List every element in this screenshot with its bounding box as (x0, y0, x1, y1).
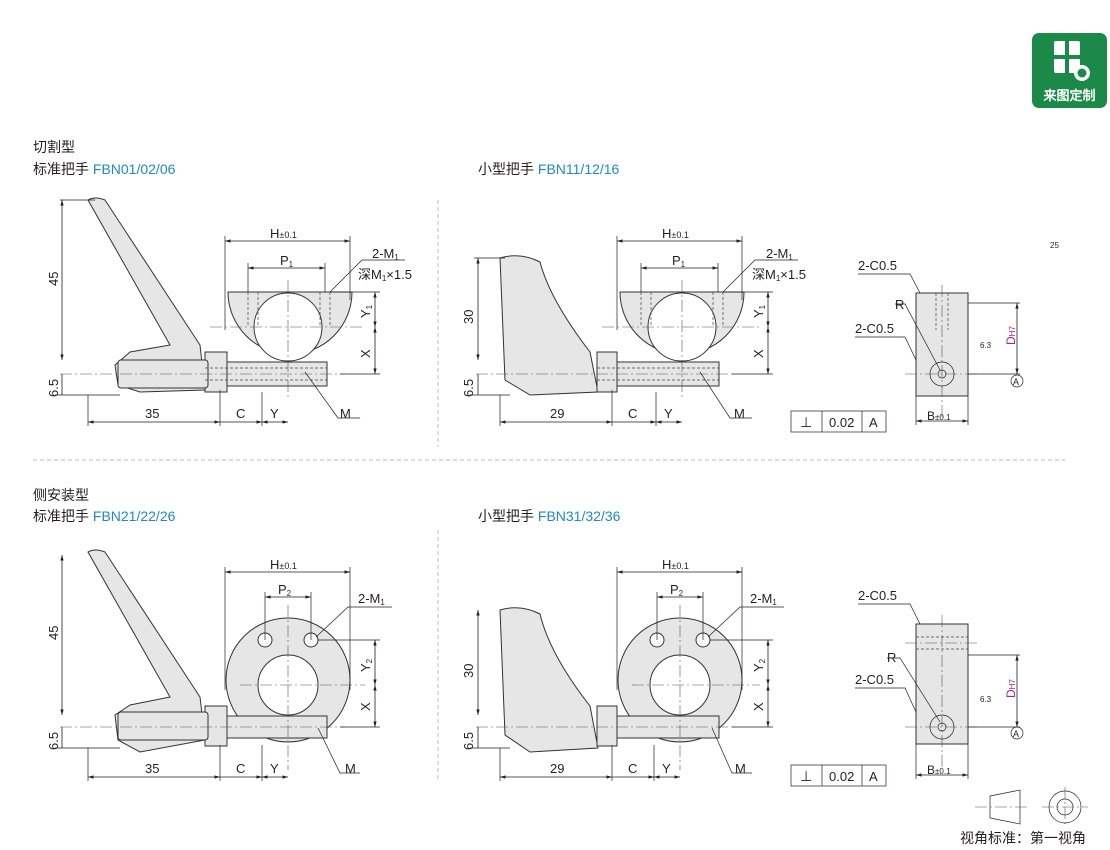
dim-m: M (735, 761, 746, 776)
dim-d: DH7 (1004, 326, 1018, 345)
dim-y1: Y1 (751, 304, 767, 318)
dim-y2: Y2 (358, 658, 374, 672)
dim-c: C (236, 406, 245, 421)
dim-offset: 6.5 (46, 732, 61, 750)
dim-2m1: 2-M1 (358, 591, 385, 607)
section-side-heading: 侧安装型 (33, 487, 89, 503)
radius-label: R (887, 650, 896, 665)
dim-depth: 深M1×1.5 (752, 267, 806, 283)
dim-b: B±0.1 (927, 763, 951, 777)
chamfer-label: 2-C0.5 (855, 672, 894, 687)
dim-c: C (628, 406, 637, 421)
datum-marker: A (1013, 377, 1019, 387)
dim-b: B±0.1 (927, 409, 951, 423)
radius-label: R (895, 297, 904, 312)
dim-2m1: 2-M1 (372, 246, 399, 262)
hub (596, 351, 618, 393)
roughness-default: 25 (1050, 241, 1059, 250)
perpendicularity-symbol: ⊥ (800, 414, 812, 430)
cut-small-title: 小型把手 FBN11/12/16 (478, 161, 620, 177)
dim-p1: P1 (280, 253, 294, 269)
handle-body (87, 549, 206, 753)
bore-circle (929, 714, 955, 740)
dim-h: H±0.1 (662, 557, 689, 572)
dim-small-height: 30 (461, 664, 476, 678)
dim-x: X (751, 349, 766, 358)
dim-offset: 6.5 (461, 379, 476, 397)
side-standard-title: 标准把手 FBN21/22/26 (33, 508, 176, 524)
dim-c: C (628, 761, 637, 776)
side-small-drawing (470, 567, 784, 781)
badge-label: 来图定制 (1043, 89, 1096, 104)
bore-circle (929, 361, 955, 387)
dim-x: X (751, 702, 766, 711)
section-cut-heading: 切割型 (33, 139, 75, 155)
handle-body (499, 607, 599, 753)
dim-2m1: 2-M1 (750, 591, 777, 607)
dim-small-height: 30 (461, 310, 476, 324)
dim-std-height: 45 (46, 626, 61, 640)
datum-marker: A (1013, 729, 1019, 739)
dim-p1: P1 (672, 253, 686, 269)
dim-offset: 6.5 (461, 732, 476, 750)
dim-m: M (340, 406, 351, 421)
perpendicularity-datum: A (869, 769, 878, 784)
dim-y: Y (270, 406, 279, 421)
dim-m: M (345, 761, 356, 776)
side-small-title: 小型把手 FBN31/32/36 (478, 508, 621, 524)
dim-m: M (734, 406, 745, 421)
roughness-mark: 6.3 (980, 341, 992, 350)
dim-c: C (236, 761, 245, 776)
cut-standard-title: 标准把手 FBN01/02/06 (33, 161, 176, 177)
dim-y: Y (662, 761, 671, 776)
dim-y: Y (270, 761, 279, 776)
dim-y: Y (664, 406, 673, 421)
cut-side-view (790, 273, 1024, 433)
dim-x: X (358, 702, 373, 711)
dim-h: H±0.1 (662, 226, 689, 241)
roughness-mark: 6.3 (980, 695, 992, 704)
cut-small-drawing (470, 236, 798, 426)
dim-x: X (358, 349, 373, 358)
chamfer-label: 2-C0.5 (855, 321, 894, 336)
dim-std-length: 35 (145, 761, 159, 776)
dim-y2: Y2 (751, 658, 767, 672)
perpendicularity-value: 0.02 (829, 415, 854, 430)
side-mount-side-view (790, 603, 1024, 787)
dim-p2: P2 (670, 582, 684, 598)
perpendicularity-datum: A (869, 415, 878, 430)
perpendicularity-symbol: ⊥ (800, 768, 812, 784)
dim-small-length: 29 (550, 406, 564, 421)
dim-depth: 深M1×1.5 (358, 267, 412, 283)
drawing-custom-icon (1054, 41, 1090, 81)
dim-small-length: 29 (550, 761, 564, 776)
dim-p2: P2 (278, 582, 292, 598)
dim-std-length: 35 (145, 406, 159, 421)
custom-drawing-badge[interactable]: 来图定制 (1032, 33, 1107, 108)
hub (596, 705, 618, 747)
chamfer-label: 2-C0.5 (858, 588, 897, 603)
handle-body (499, 255, 599, 396)
projection-label: 视角标准：第一视角 (960, 830, 1086, 846)
dim-std-height: 45 (46, 272, 61, 286)
dim-d: DH7 (1004, 679, 1018, 698)
dim-2m1: 2-M1 (766, 246, 793, 262)
side-standard-drawing (55, 549, 392, 781)
first-angle-projection-icon (975, 787, 1088, 827)
handle-body (87, 197, 206, 393)
chamfer-label: 2-C0.5 (858, 258, 897, 273)
shaft (117, 711, 209, 741)
cut-standard-drawing (55, 197, 405, 426)
dim-y1: Y1 (358, 304, 374, 318)
dim-h: H±0.1 (270, 226, 297, 241)
perpendicularity-value: 0.02 (829, 769, 854, 784)
dim-h: H±0.1 (270, 557, 297, 572)
dim-offset: 6.5 (46, 379, 61, 397)
